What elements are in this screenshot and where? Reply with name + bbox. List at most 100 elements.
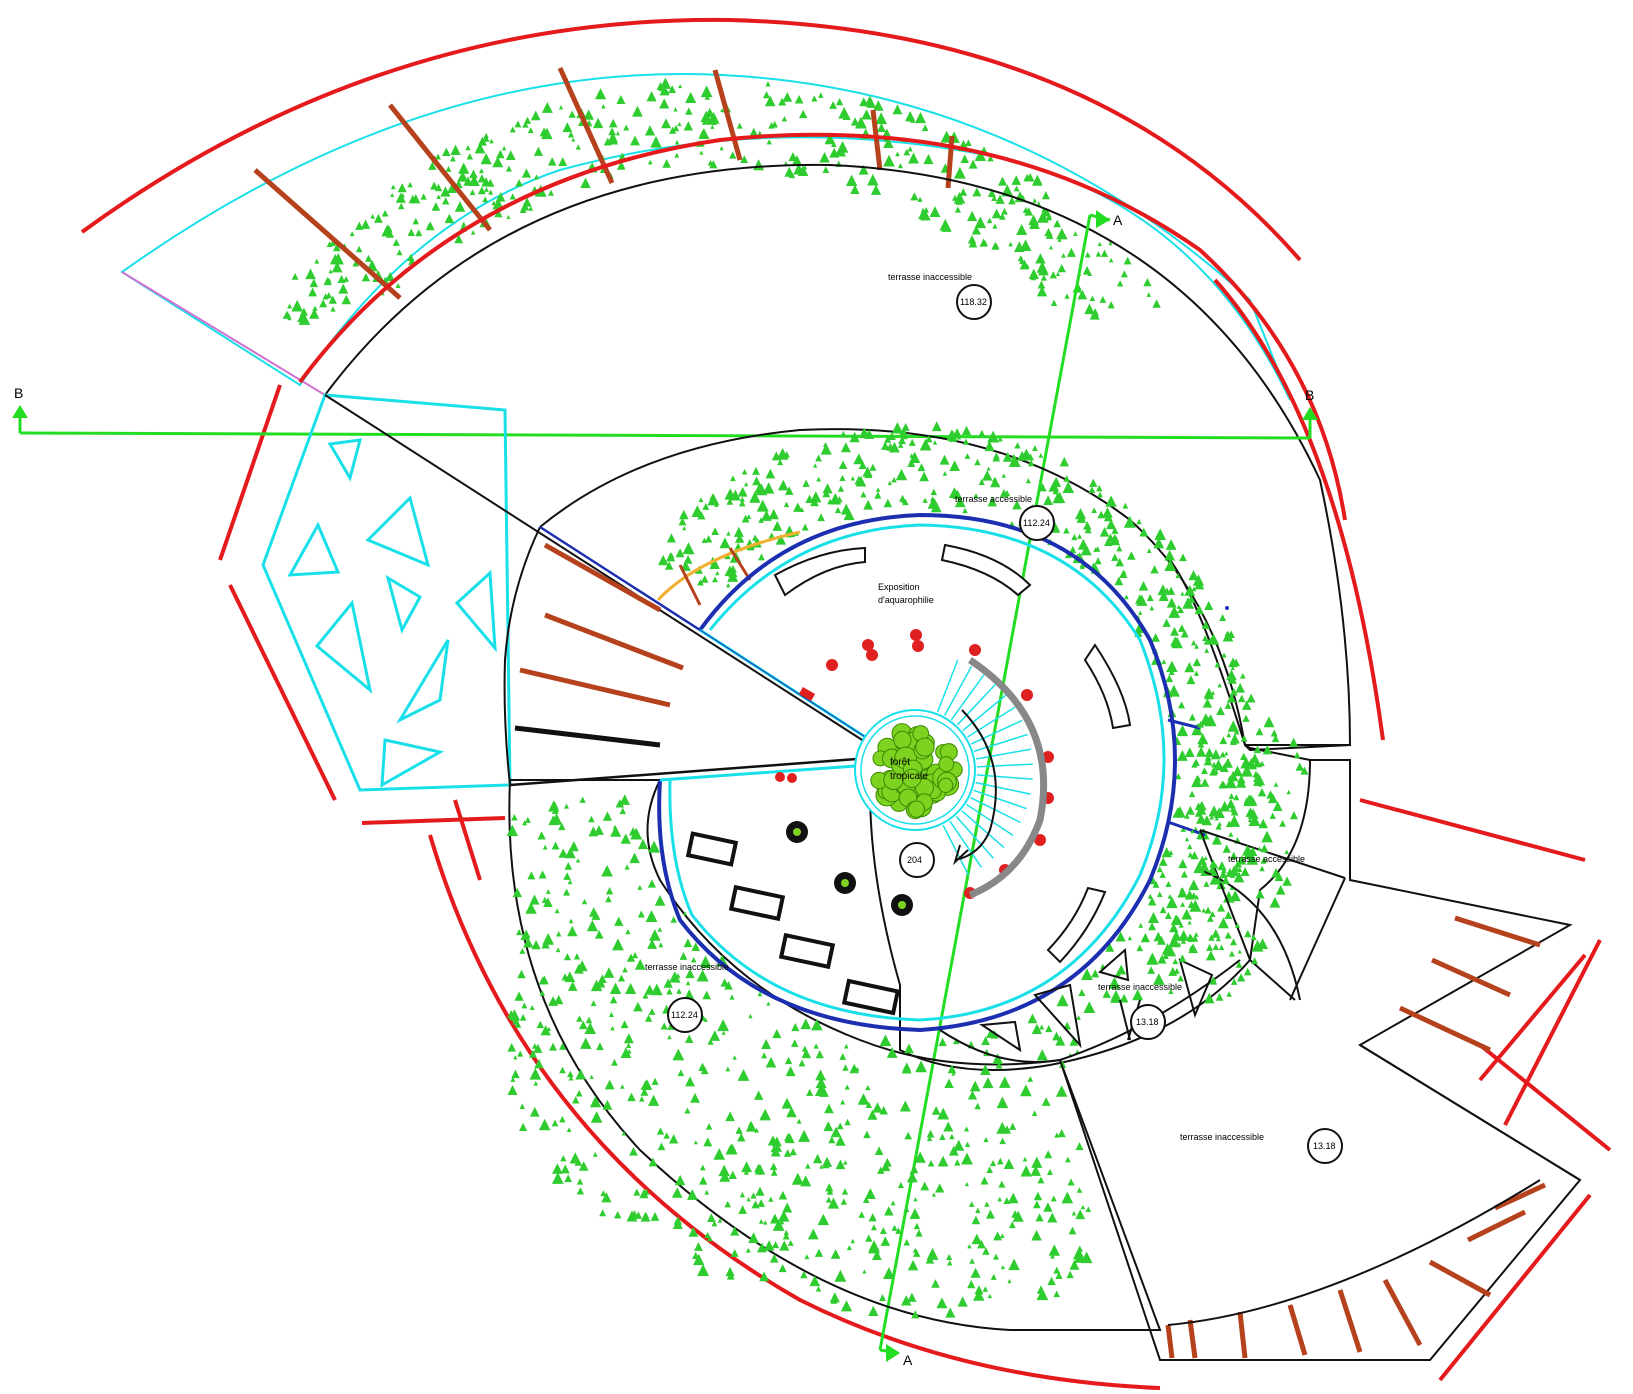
vegetation-mark bbox=[1259, 865, 1265, 872]
vegetation-mark bbox=[870, 1224, 877, 1231]
vegetation-mark bbox=[692, 1251, 700, 1259]
vegetation-mark bbox=[1178, 701, 1186, 709]
vegetation-mark bbox=[392, 238, 400, 246]
vegetation-mark bbox=[1206, 943, 1214, 951]
vegetation-mark bbox=[822, 489, 831, 498]
tree-icon bbox=[854, 709, 976, 831]
vegetation-mark bbox=[1159, 871, 1166, 878]
vegetation-mark bbox=[783, 1229, 790, 1236]
vegetation-mark bbox=[1261, 856, 1267, 863]
vegetation-mark bbox=[1226, 669, 1237, 681]
vegetation-mark bbox=[985, 442, 992, 449]
vegetation-mark bbox=[1187, 900, 1196, 908]
vegetation-mark bbox=[830, 1249, 841, 1259]
vegetation-mark bbox=[640, 1087, 649, 1096]
vegetation-mark bbox=[1152, 299, 1161, 308]
vegetation-mark bbox=[842, 1064, 849, 1071]
vegetation-mark bbox=[770, 1168, 778, 1176]
vegetation-mark bbox=[763, 1240, 775, 1251]
vegetation-mark bbox=[883, 137, 894, 149]
vegetation-mark bbox=[1169, 922, 1179, 933]
vegetation-mark bbox=[620, 1020, 629, 1029]
vegetation-mark bbox=[581, 898, 588, 905]
vegetation-mark bbox=[762, 91, 771, 99]
vegetation-mark bbox=[1027, 1013, 1038, 1024]
vegetation-mark bbox=[741, 514, 750, 523]
vegetation-mark bbox=[1248, 814, 1261, 826]
vegetation-mark bbox=[1112, 534, 1120, 543]
vegetation-mark bbox=[897, 1181, 904, 1188]
vegetation-mark bbox=[974, 458, 981, 466]
vegetation-mark bbox=[907, 1292, 917, 1302]
vegetation-mark bbox=[1247, 817, 1253, 823]
forest-label-1: forêt bbox=[890, 757, 910, 768]
vegetation-mark bbox=[883, 154, 895, 167]
vegetation-mark bbox=[1055, 271, 1061, 276]
vegetation-mark bbox=[355, 221, 364, 230]
vegetation-mark bbox=[626, 953, 636, 962]
vegetation-mark bbox=[1158, 857, 1168, 866]
vegetation-mark bbox=[648, 840, 661, 853]
vegetation-mark bbox=[945, 1307, 956, 1318]
vegetation-mark bbox=[625, 1042, 632, 1049]
vegetation-mark bbox=[1017, 255, 1024, 262]
vegetation-mark bbox=[425, 221, 435, 231]
vegetation-mark bbox=[1204, 747, 1215, 757]
vegetation-mark bbox=[661, 118, 672, 129]
vegetation-mark bbox=[855, 1066, 860, 1072]
vegetation-mark bbox=[982, 1247, 990, 1255]
vegetation-mark bbox=[954, 206, 962, 213]
vegetation-mark bbox=[974, 1102, 981, 1110]
vegetation-mark bbox=[1203, 880, 1210, 887]
vegetation-mark bbox=[523, 937, 534, 948]
vegetation-mark bbox=[721, 1030, 726, 1035]
vegetation-mark bbox=[791, 155, 803, 166]
vegetation-mark bbox=[912, 1249, 921, 1257]
vegetation-mark bbox=[1184, 662, 1195, 673]
vegetation-mark bbox=[592, 1151, 598, 1157]
vegetation-mark bbox=[690, 957, 697, 963]
vegetation-mark bbox=[1232, 658, 1240, 666]
vegetation-mark bbox=[588, 815, 595, 823]
vegetation-mark bbox=[629, 1146, 638, 1156]
vegetation-mark bbox=[996, 1121, 1009, 1134]
vegetation-mark bbox=[782, 1232, 790, 1240]
vegetation-mark bbox=[1087, 271, 1093, 276]
vegetation-mark bbox=[1093, 547, 1098, 552]
vegetation-mark bbox=[910, 192, 919, 201]
vegetation-mark bbox=[1167, 894, 1173, 899]
vegetation-mark bbox=[1083, 521, 1092, 530]
vegetation-mark bbox=[563, 888, 571, 896]
vegetation-mark bbox=[980, 1176, 989, 1185]
vegetation-mark bbox=[630, 135, 640, 146]
vegetation-mark bbox=[579, 796, 586, 803]
vegetation-mark bbox=[839, 1052, 847, 1060]
vegetation-mark bbox=[1088, 486, 1096, 494]
vegetation-mark bbox=[385, 271, 395, 282]
vegetation-mark bbox=[785, 1066, 796, 1077]
vegetation-mark bbox=[1240, 867, 1250, 877]
vegetation-mark bbox=[1251, 957, 1258, 964]
vegetation-mark bbox=[620, 1084, 625, 1089]
vegetation-mark bbox=[787, 1240, 794, 1246]
vegetation-mark bbox=[1108, 257, 1114, 263]
vegetation-mark bbox=[619, 794, 631, 805]
vegetation-mark bbox=[381, 224, 394, 237]
vegetation-mark bbox=[1057, 1129, 1066, 1138]
vegetation-mark bbox=[1227, 630, 1236, 639]
vegetation-mark bbox=[1068, 1226, 1077, 1235]
vegetation-mark bbox=[908, 438, 916, 446]
vegetation-mark bbox=[431, 202, 441, 211]
vegetation-mark bbox=[867, 1109, 878, 1120]
vegetation-mark bbox=[571, 137, 576, 142]
vegetation-mark bbox=[963, 1126, 970, 1132]
vegetation-mark bbox=[991, 208, 1002, 219]
vegetation-mark bbox=[1039, 1024, 1045, 1030]
vegetation-mark bbox=[962, 438, 970, 445]
vegetation-mark bbox=[772, 1029, 782, 1039]
vegetation-mark bbox=[1175, 807, 1183, 815]
vegetation-mark bbox=[603, 967, 615, 978]
vegetation-mark bbox=[647, 938, 658, 949]
vegetation-mark bbox=[1035, 253, 1046, 264]
vegetation-mark bbox=[648, 1008, 656, 1015]
